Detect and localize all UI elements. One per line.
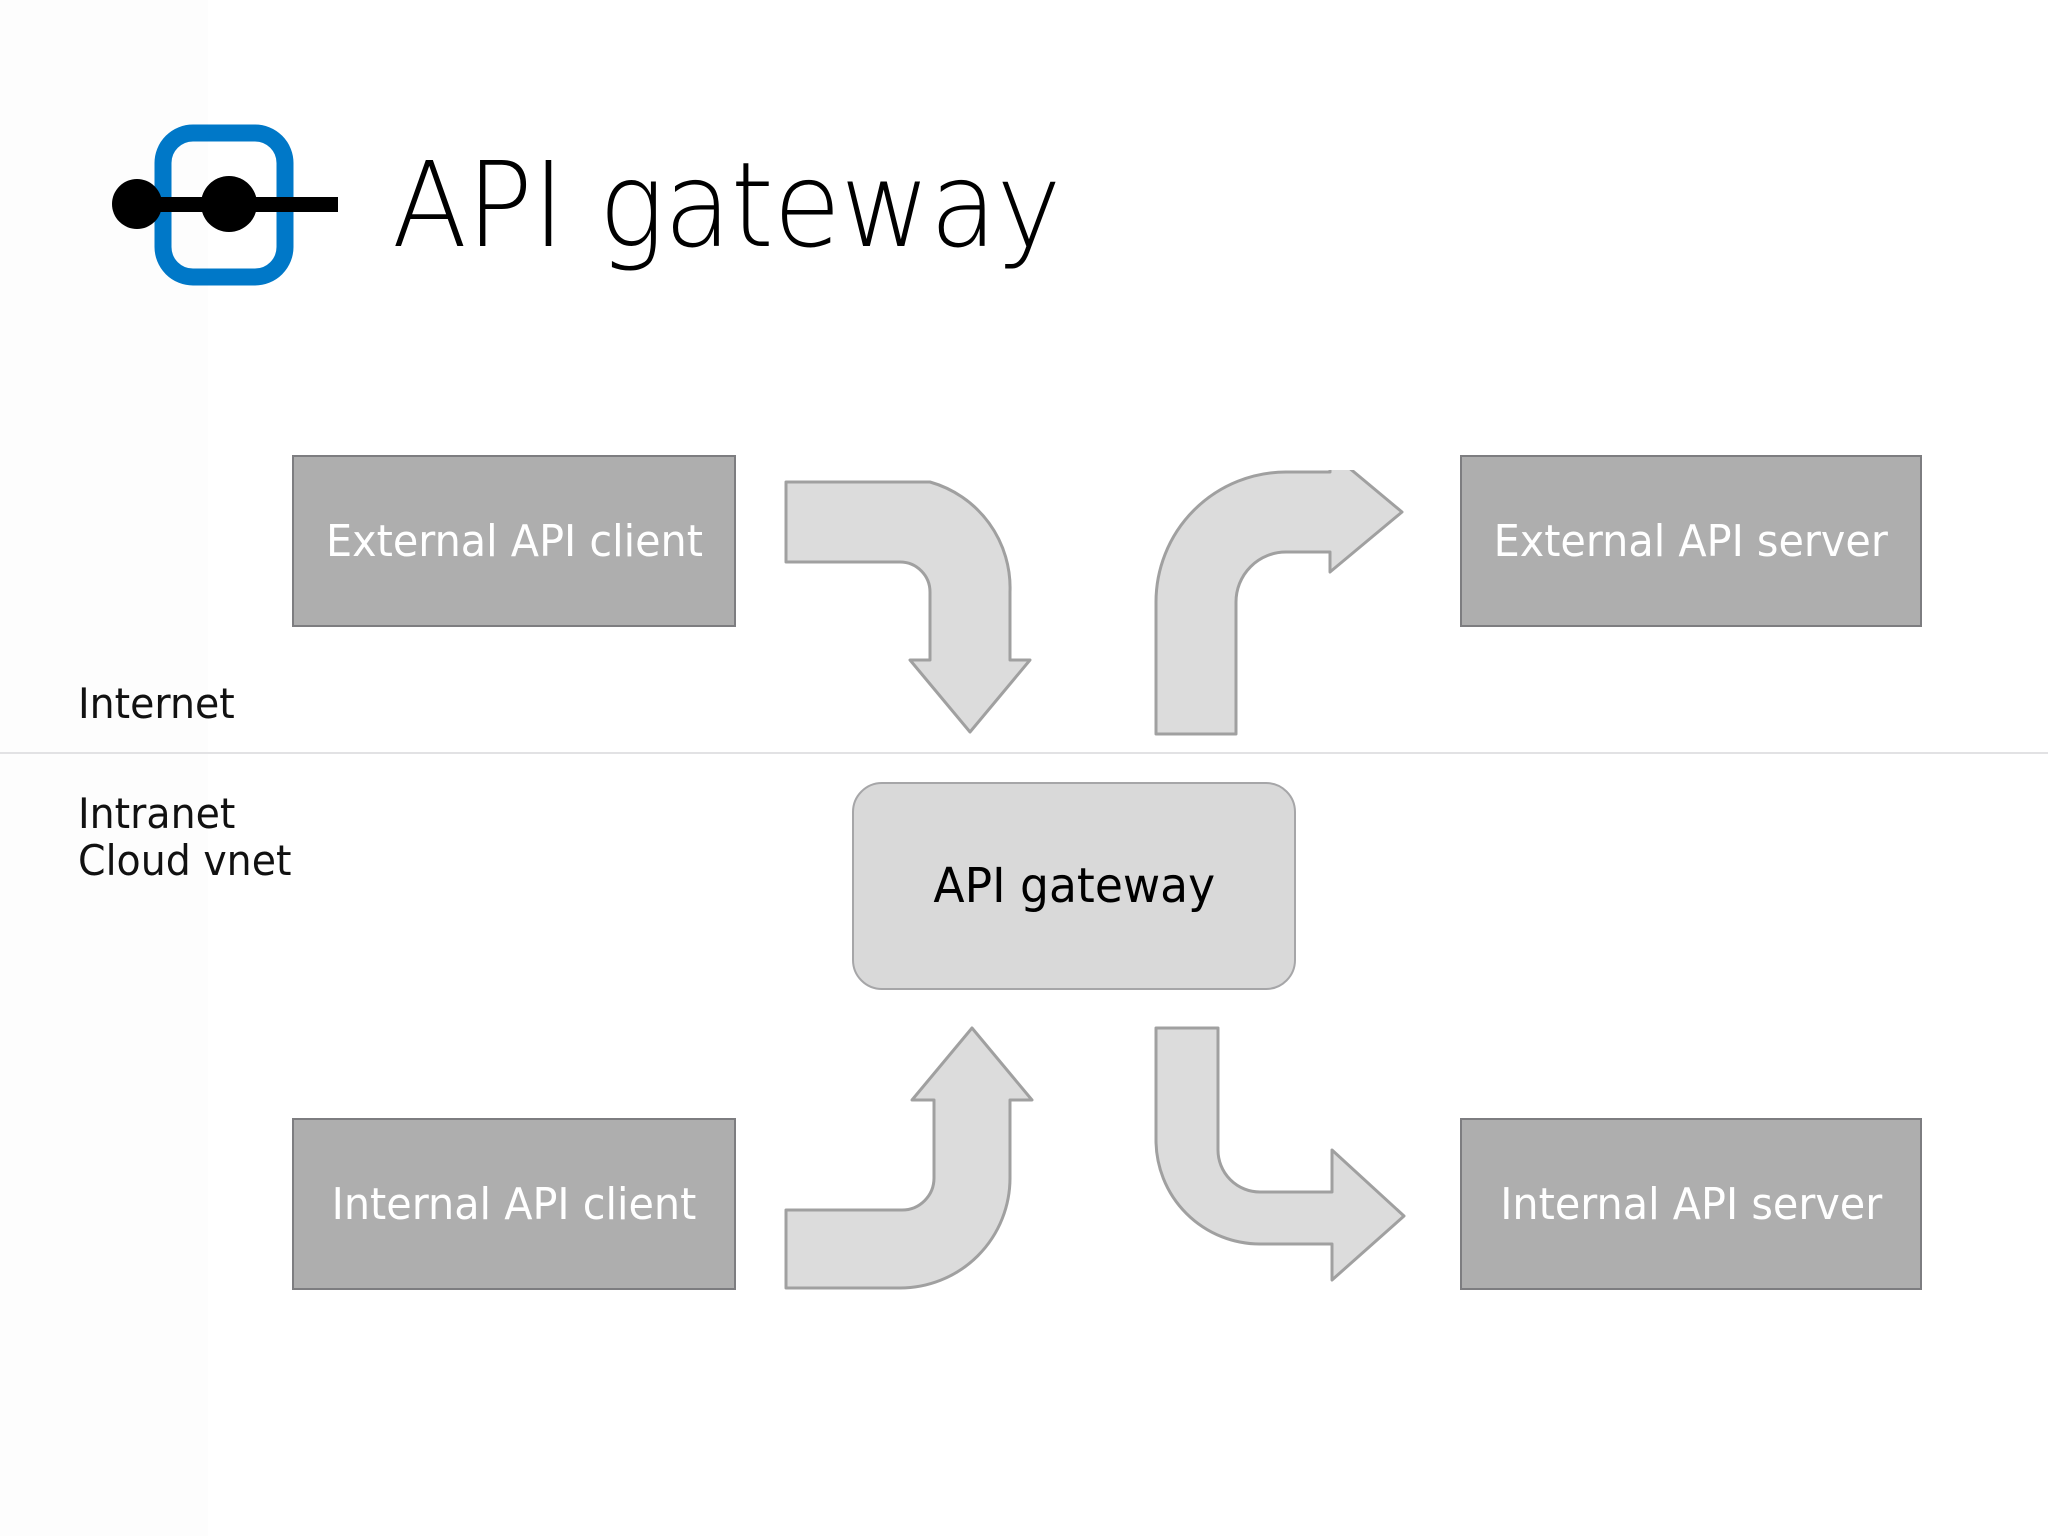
- node-internal-api-client-label: Internal API client: [331, 1178, 697, 1230]
- zone-label-intranet: Intranet Cloud vnet: [78, 790, 291, 884]
- arrow-gateway-to-internal-server: [1152, 1022, 1422, 1294]
- arrow-external-client-to-gateway: [778, 470, 1048, 742]
- arrow-internal-client-to-gateway: [778, 1022, 1048, 1294]
- node-api-gateway[interactable]: API gateway: [852, 782, 1296, 990]
- zone-divider-line: [0, 752, 2048, 754]
- arrow-gateway-to-external-server: [1152, 470, 1422, 742]
- page-title: API gateway: [392, 136, 1061, 274]
- api-gateway-node-icon: [110, 115, 342, 295]
- node-internal-api-client[interactable]: Internal API client: [292, 1118, 736, 1290]
- zone-label-intranet-line1: Intranet: [78, 789, 236, 838]
- node-external-api-server-label: External API server: [1493, 515, 1889, 567]
- node-external-api-server[interactable]: External API server: [1460, 455, 1922, 627]
- node-internal-api-server[interactable]: Internal API server: [1460, 1118, 1922, 1290]
- slide-header: API gateway: [110, 110, 1111, 300]
- node-api-gateway-label: API gateway: [933, 858, 1215, 914]
- node-internal-api-server-label: Internal API server: [1499, 1178, 1883, 1230]
- node-external-api-client-label: External API client: [325, 515, 703, 567]
- zone-label-intranet-line2: Cloud vnet: [78, 836, 292, 886]
- node-external-api-client[interactable]: External API client: [292, 455, 736, 627]
- zone-label-internet: Internet: [78, 679, 235, 728]
